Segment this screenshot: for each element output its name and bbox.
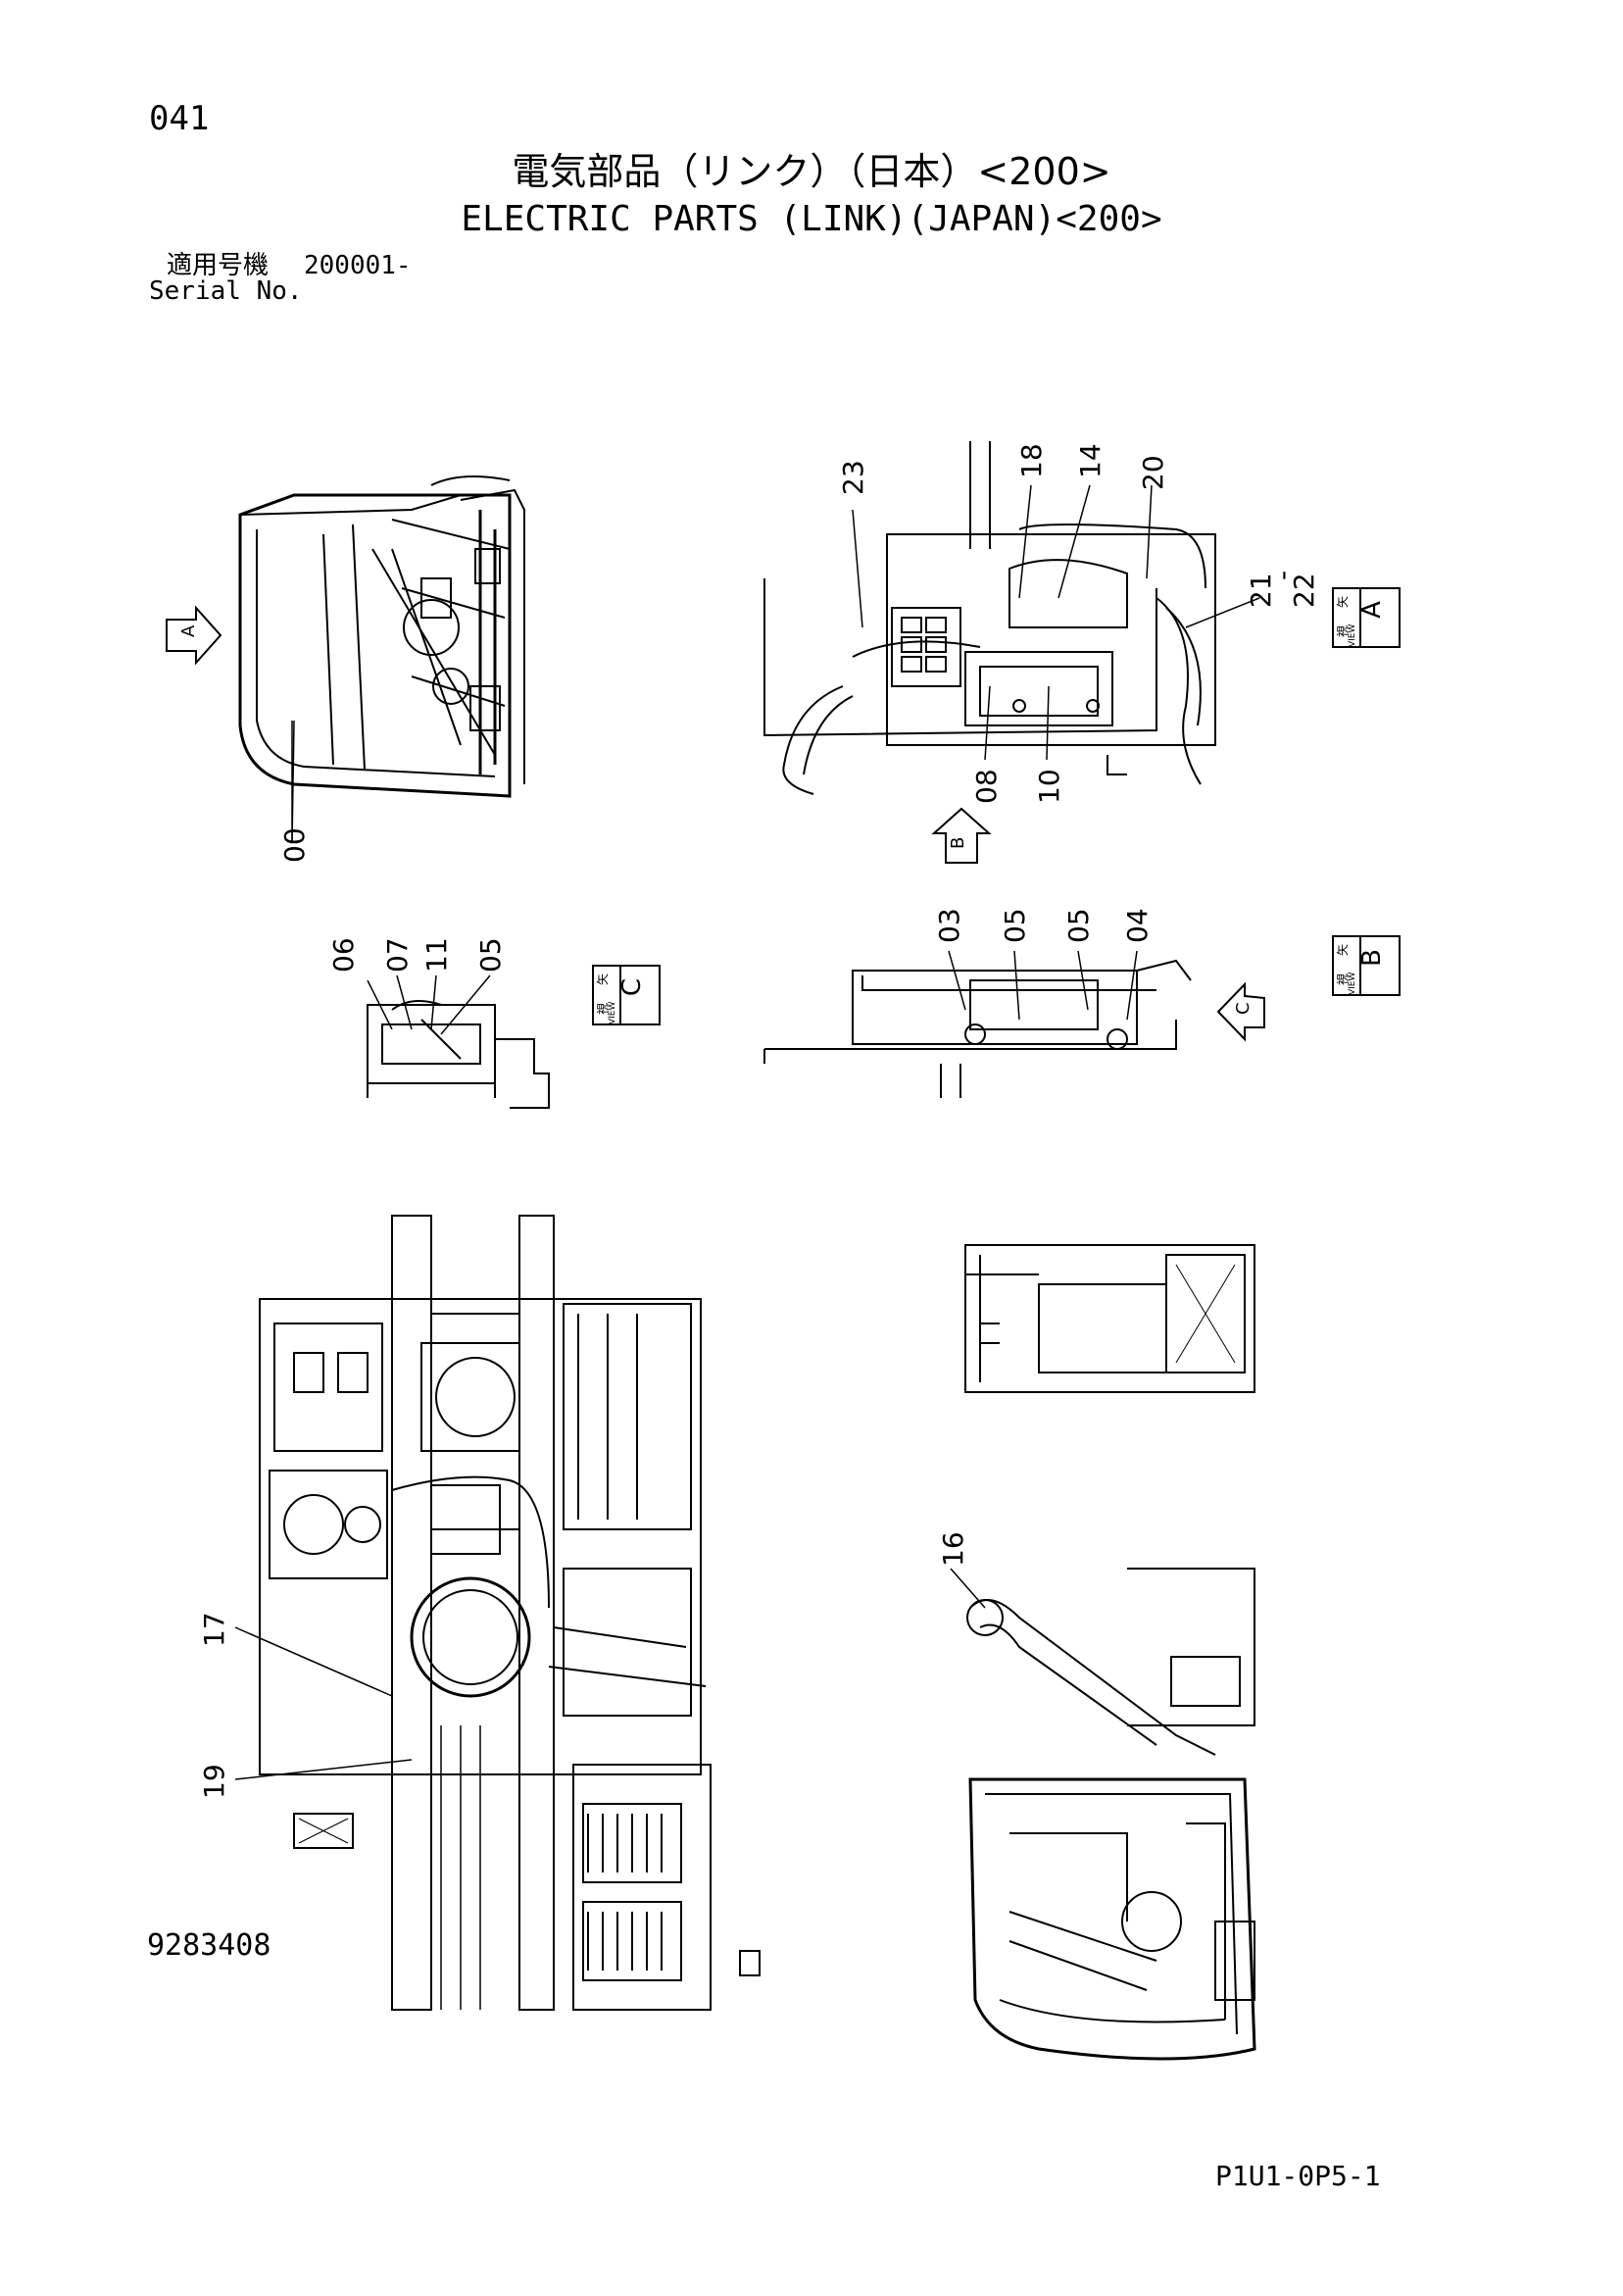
svg-text:視: 視 — [1335, 973, 1350, 985]
serial-label-japanese: 適用号機 — [167, 251, 270, 280]
callout-08: 08 — [970, 769, 1003, 804]
callout-00: 00 — [278, 827, 311, 863]
callout-20: 20 — [1137, 455, 1169, 490]
callout-23: 23 — [837, 460, 869, 495]
view-arrow-b-letter: B — [948, 837, 968, 849]
svg-text:矢: 矢 — [1336, 944, 1350, 956]
callout-04: 04 — [1121, 908, 1154, 943]
view-arrow-c-letter: C — [1233, 1002, 1254, 1015]
callout-21: 21 — [1245, 573, 1277, 608]
svg-text:矢: 矢 — [1336, 596, 1350, 608]
title-japanese: 電気部品（リンク）（日本）<200> — [512, 150, 1111, 193]
callout-14: 14 — [1074, 443, 1107, 478]
view-label-b: B 矢 視 VIEW — [1332, 935, 1401, 996]
callout-05a: 05 — [999, 908, 1031, 943]
svg-text:VIEW: VIEW — [1348, 973, 1357, 995]
view-arrow-b: B — [931, 807, 992, 864]
callout-18: 18 — [1015, 443, 1048, 478]
callout-05c: 05 — [474, 937, 507, 973]
callout-21-22-dash: - — [1266, 571, 1299, 580]
callout-19: 19 — [198, 1764, 230, 1799]
cab-side-view — [238, 475, 525, 844]
svg-text:矢: 矢 — [596, 973, 610, 985]
svg-text:A: A — [1357, 601, 1387, 619]
callout-06: 06 — [327, 937, 360, 973]
page-number: 041 — [149, 99, 210, 138]
view-label-c: C 矢 視 VIEW — [592, 965, 661, 1025]
callout-05b: 05 — [1062, 908, 1095, 943]
document-number: 9283408 — [147, 1928, 271, 1963]
callout-07: 07 — [381, 937, 414, 973]
right-middle-assembly — [964, 1244, 1255, 1393]
serial-label-english: Serial No. — [149, 276, 303, 306]
view-arrow-a: A — [166, 605, 222, 666]
callout-16: 16 — [937, 1531, 969, 1567]
cab-perspective-view — [966, 1568, 1256, 2061]
top-view-harness — [763, 441, 1216, 795]
callout-22: 22 — [1288, 573, 1320, 608]
reference-code: P1U1-0P5-1 — [1215, 2160, 1381, 2192]
svg-text:視: 視 — [595, 1003, 610, 1015]
view-arrow-a-letter: A — [178, 624, 199, 637]
leader-lines — [234, 484, 1260, 1780]
view-label-a: A 矢 視 VIEW — [1332, 587, 1401, 648]
view-arrow-c: C — [1216, 981, 1265, 1042]
svg-text:C: C — [617, 978, 647, 996]
title-english: ELECTRIC PARTS (LINK)(JAPAN)<200> — [461, 199, 1162, 239]
callout-10: 10 — [1033, 769, 1065, 804]
upper-structure-plan — [259, 1215, 761, 2011]
callout-11: 11 — [420, 937, 453, 973]
svg-text:VIEW: VIEW — [608, 1002, 617, 1024]
svg-text:視: 視 — [1335, 625, 1350, 637]
svg-text:B: B — [1357, 949, 1387, 967]
serial-value: 200001- — [304, 251, 412, 280]
callout-03: 03 — [933, 908, 965, 943]
callout-17: 17 — [198, 1612, 230, 1647]
svg-text:VIEW: VIEW — [1348, 624, 1357, 647]
view-b-assembly — [763, 959, 1192, 1098]
view-c-assembly — [367, 1000, 550, 1109]
